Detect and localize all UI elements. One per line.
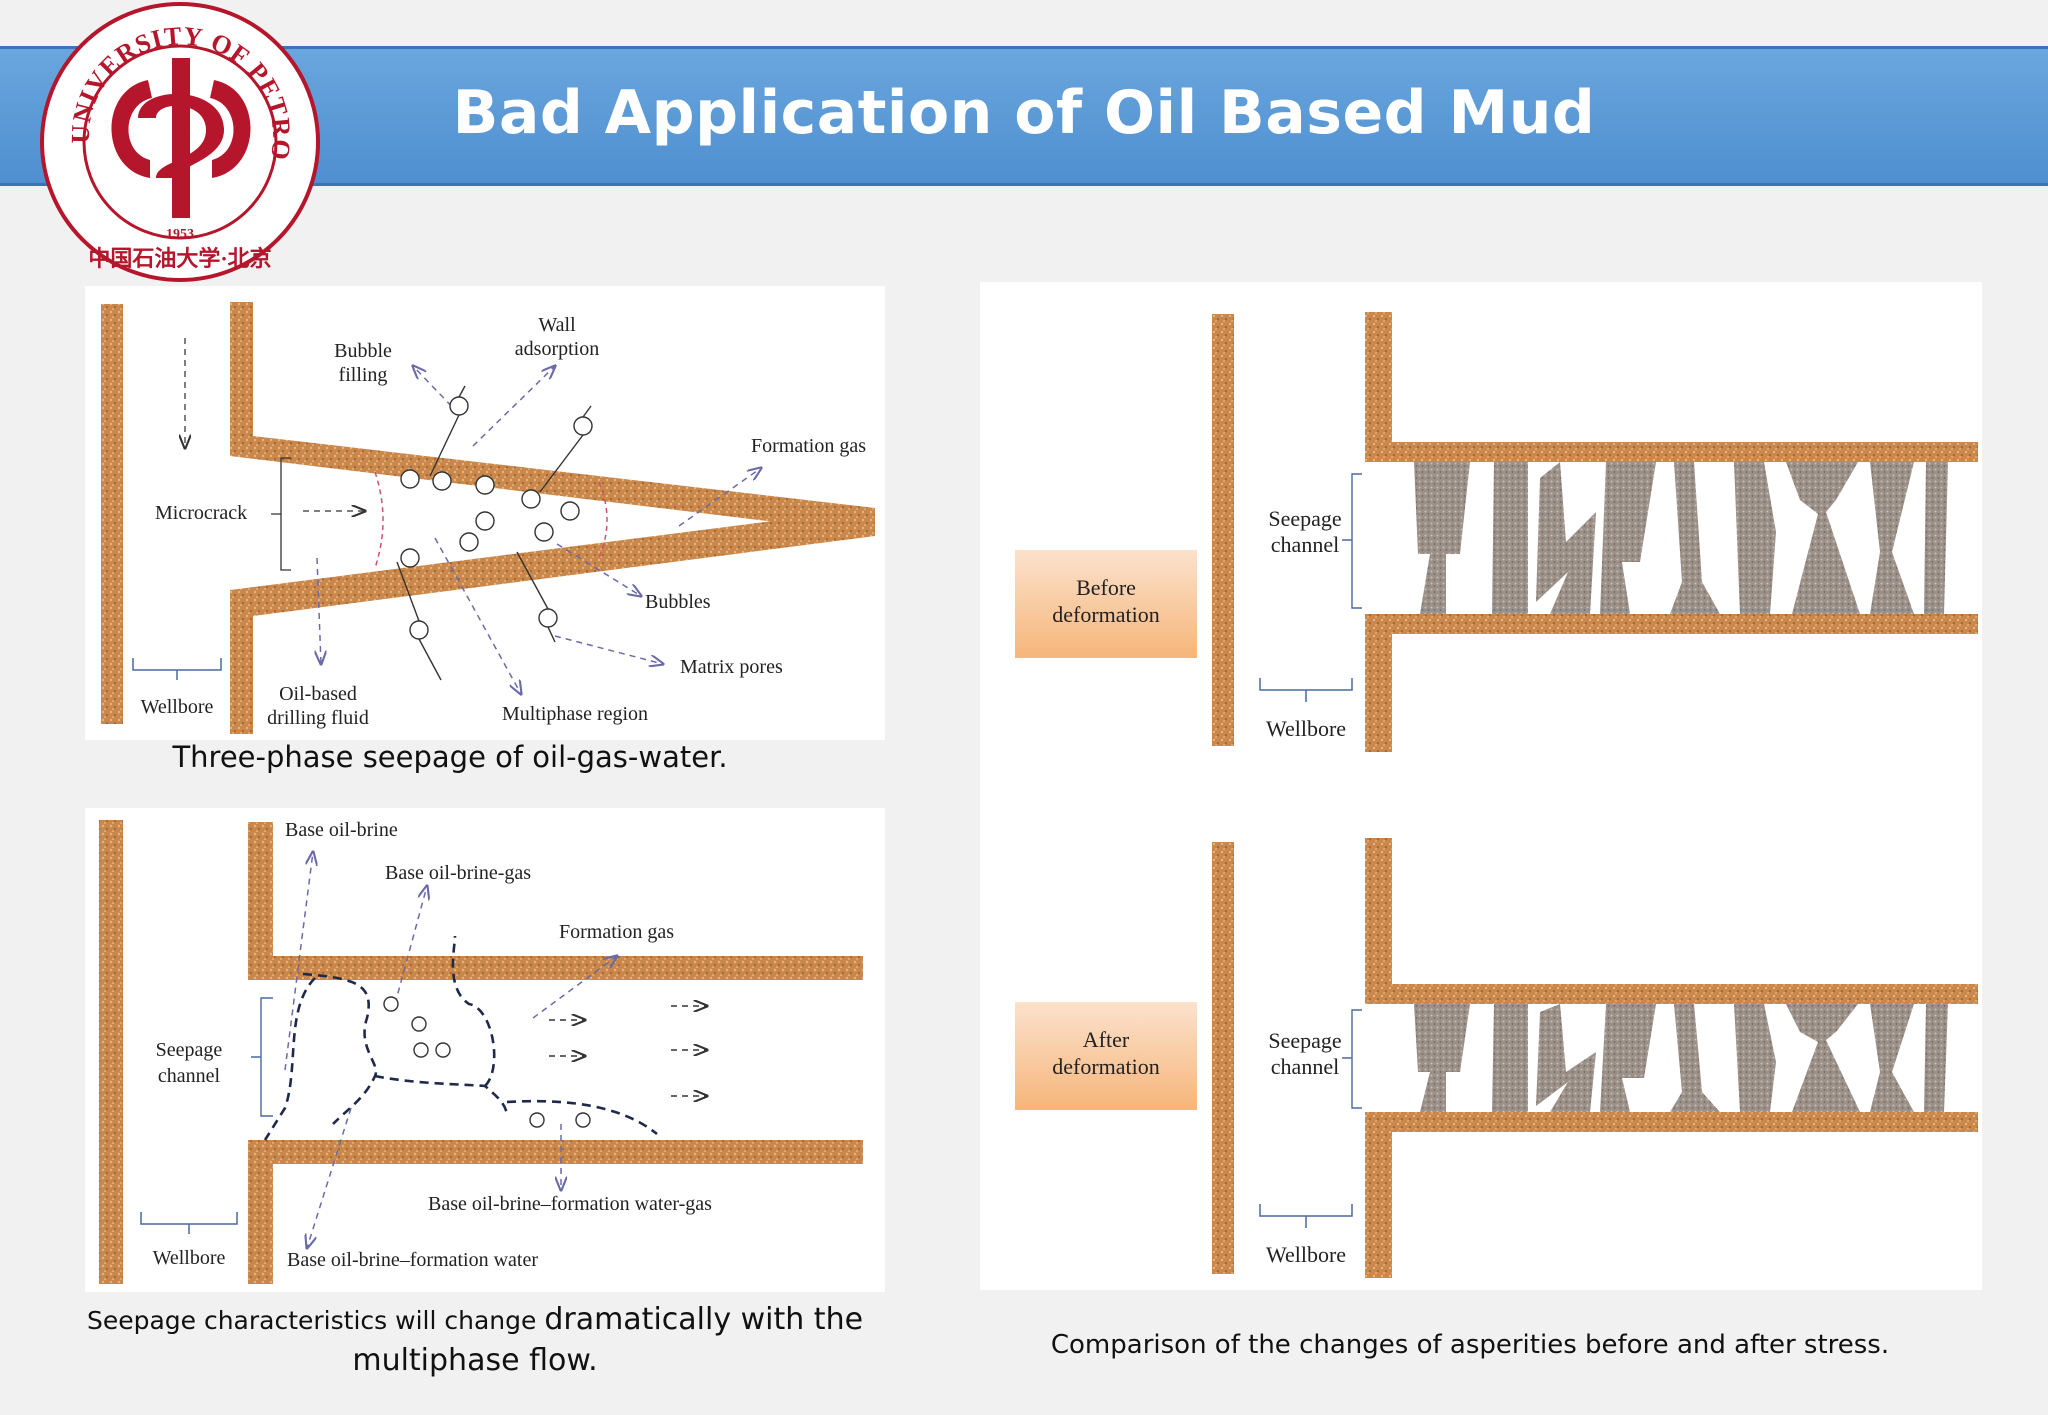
label-adsorption: adsorption xyxy=(515,338,599,360)
svg-text:Wellbore: Wellbore xyxy=(1266,1242,1346,1267)
svg-text:Seepage: Seepage xyxy=(1268,1028,1341,1053)
svg-text:Base oil-brine–formation water: Base oil-brine–formation water xyxy=(287,1249,538,1271)
svg-text:Base oil-brine–formation water: Base oil-brine–formation water-gas xyxy=(428,1193,712,1215)
svg-text:Formation gas: Formation gas xyxy=(559,921,674,943)
diagram-three-phase-seepage: Wall adsorption Bubble filling Formation… xyxy=(85,286,885,740)
svg-text:Seepage: Seepage xyxy=(156,1039,223,1061)
svg-text:deformation: deformation xyxy=(1052,602,1160,627)
wellbore-wall-left xyxy=(101,304,123,724)
crack-lower-wall xyxy=(230,508,875,734)
svg-text:deformation: deformation xyxy=(1052,1054,1160,1079)
label-wellbore: Wellbore xyxy=(141,696,214,718)
label-drilling-fluid: drilling fluid xyxy=(267,707,369,729)
svg-text:Seepage: Seepage xyxy=(1268,506,1341,531)
svg-text:Wellbore: Wellbore xyxy=(153,1247,226,1269)
label-filling: filling xyxy=(339,364,388,386)
diagram-asperity-comparison: Before deformation Seepage channel Wellb… xyxy=(980,282,1982,1290)
label-matrix-pores: Matrix pores xyxy=(680,656,783,678)
svg-text:中国石油大学·北京: 中国石油大学·北京 xyxy=(88,246,271,271)
label-wall: Wall xyxy=(538,314,576,336)
university-logo: CHINA UNIVERSITY OF PETROLEUM 1953 中国石油大… xyxy=(38,0,320,282)
label-bubbles: Bubbles xyxy=(645,591,711,613)
label-formation-gas: Formation gas xyxy=(751,435,866,457)
svg-text:After: After xyxy=(1083,1027,1130,1052)
page-title: Bad Application of Oil Based Mud xyxy=(452,78,1596,148)
caption-three-phase: Three-phase seepage of oil-gas-water. xyxy=(172,740,728,774)
svg-text:channel: channel xyxy=(158,1065,221,1087)
caption-asperities: Comparison of the changes of asperities … xyxy=(1050,1330,1890,1360)
caption-seepage-characteristics: Seepage characteristics will change dram… xyxy=(86,1302,864,1378)
svg-text:1953: 1953 xyxy=(166,227,194,242)
svg-text:Base oil-brine: Base oil-brine xyxy=(285,819,398,841)
svg-text:channel: channel xyxy=(1271,532,1339,557)
svg-text:channel: channel xyxy=(1271,1054,1339,1079)
label-microcrack: Microcrack xyxy=(155,502,247,524)
label-bubble: Bubble xyxy=(334,340,392,362)
label-oil-based: Oil-based xyxy=(279,683,357,705)
svg-text:Base oil-brine-gas: Base oil-brine-gas xyxy=(385,862,531,884)
label-multiphase-region: Multiphase region xyxy=(502,703,648,725)
title-bar xyxy=(0,46,2048,186)
diagram-seepage-characteristics: Base oil-brine Base oil-brine-gas Format… xyxy=(85,808,885,1292)
svg-text:Wellbore: Wellbore xyxy=(1266,716,1346,741)
crack-upper-wall xyxy=(230,302,875,534)
svg-text:Before: Before xyxy=(1076,575,1136,600)
